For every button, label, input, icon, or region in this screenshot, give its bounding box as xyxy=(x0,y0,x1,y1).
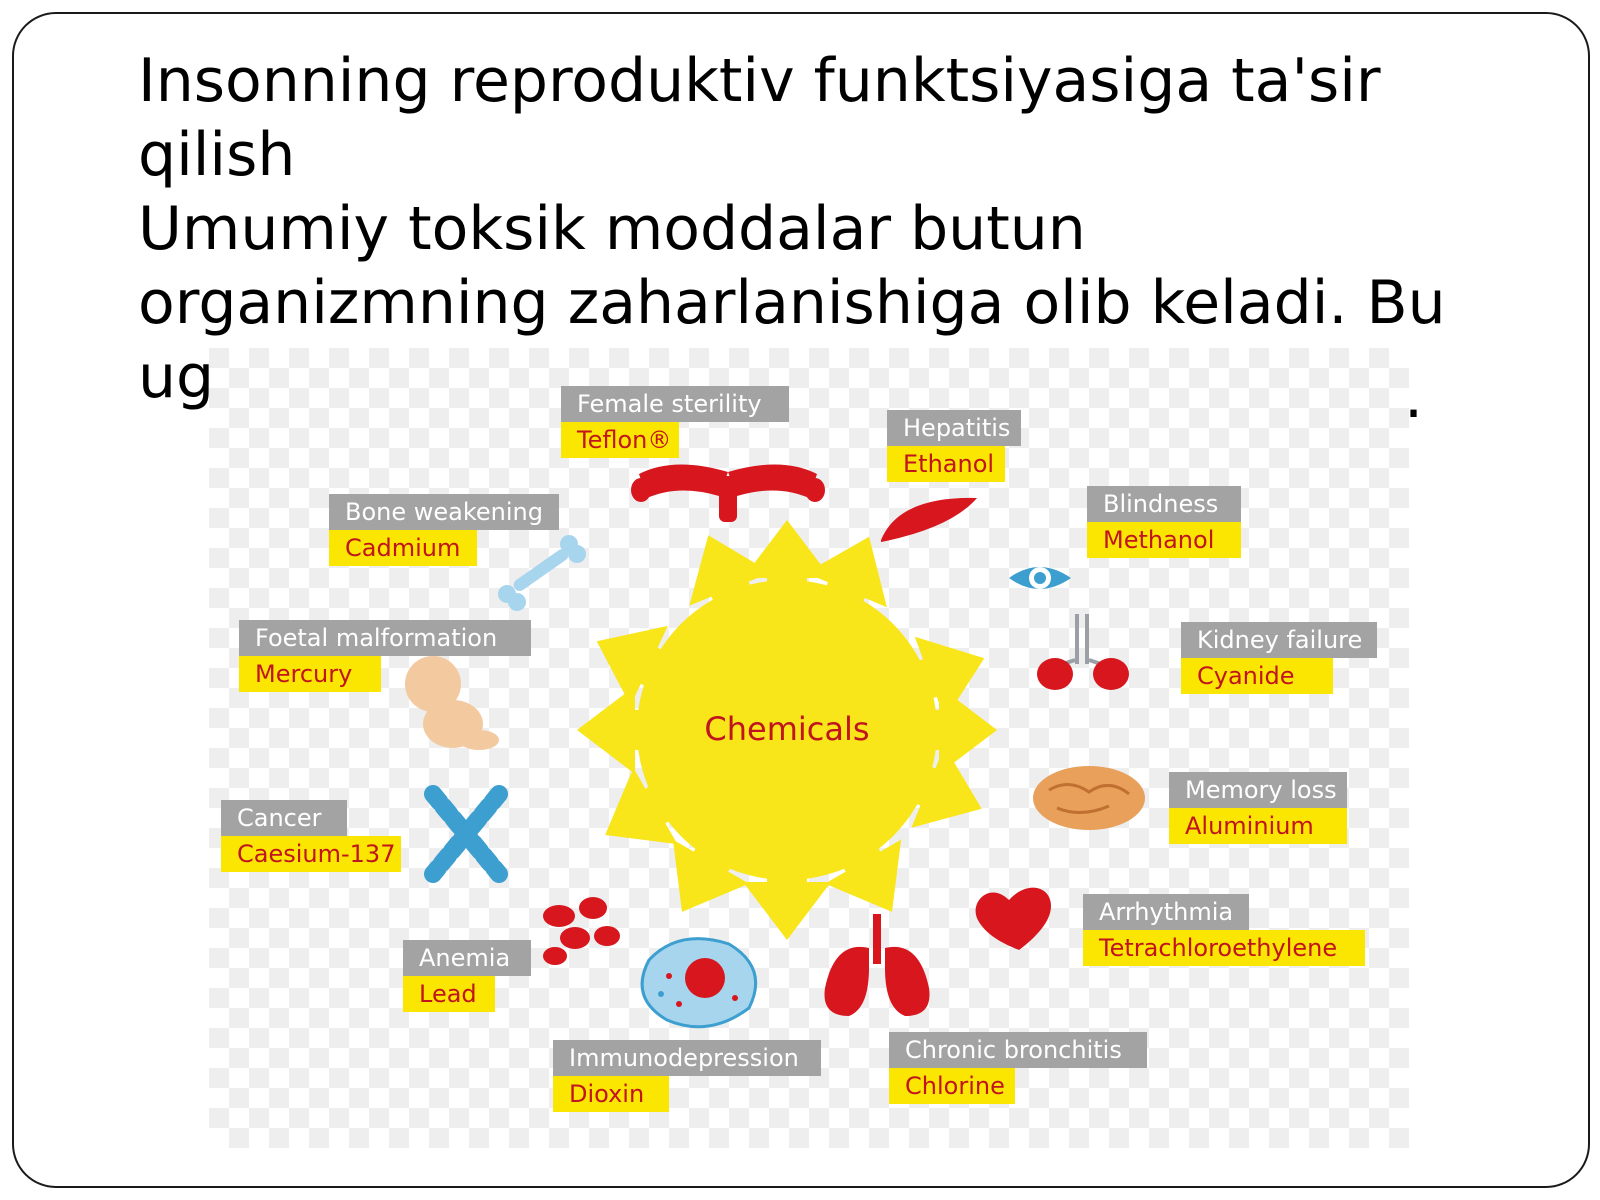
effect-label: Cancer xyxy=(237,804,322,832)
center-disc xyxy=(637,580,937,880)
chemical-label-bg xyxy=(553,1076,669,1112)
kidneys-icon xyxy=(1037,614,1129,690)
effect-label: Bone weakening xyxy=(345,498,543,526)
uterus-icon xyxy=(631,464,825,522)
chemical-label: Dioxin xyxy=(569,1080,644,1108)
chemical-label: Methanol xyxy=(1103,526,1214,554)
chemical-label-bg xyxy=(329,530,477,566)
chemical-label: Cadmium xyxy=(345,534,460,562)
lungs-icon xyxy=(824,914,930,1016)
chemical-label: Ethanol xyxy=(903,450,994,478)
effect-label-bg xyxy=(1083,894,1249,930)
effect-label-bg xyxy=(403,940,531,976)
heart-icon xyxy=(975,887,1051,950)
effect-label: Kidney failure xyxy=(1197,626,1362,654)
slide-body-text: Insonning reproduktiv funktsiyasiga ta's… xyxy=(138,44,1498,414)
effect-label: Blindness xyxy=(1103,490,1218,518)
center-label: Chemicals xyxy=(704,710,869,748)
chemical-label: Chlorine xyxy=(905,1072,1005,1100)
chemical-label-bg xyxy=(1083,930,1365,966)
effect-label-bg xyxy=(887,410,1021,446)
effect-label: Arrhythmia xyxy=(1099,898,1233,926)
text-line: Insonning reproduktiv funktsiyasiga ta's… xyxy=(138,46,1381,116)
text-line: ug xyxy=(138,342,215,412)
effect-label-bg xyxy=(329,494,559,530)
eye-icon xyxy=(1009,567,1071,589)
chemical-label-bg xyxy=(561,422,679,458)
text-line: organizmning zaharlanishiga olib keladi.… xyxy=(138,268,1446,338)
effect-label-bg xyxy=(889,1032,1147,1068)
chemical-label-bg xyxy=(239,656,381,692)
effect-label: Immunodepression xyxy=(569,1044,799,1072)
text-line: qilish xyxy=(138,120,296,190)
chemical-label: Tetrachloroethylene xyxy=(1098,934,1337,962)
chromosome-icon xyxy=(424,785,508,883)
brain-icon xyxy=(1033,766,1145,830)
chemical-label: Lead xyxy=(419,980,477,1008)
effect-label: Foetal malformation xyxy=(255,624,497,652)
chemical-label: Cyanide xyxy=(1197,662,1295,690)
red-blood-cells-icon xyxy=(543,897,620,965)
chemical-label: Aluminium xyxy=(1185,812,1314,840)
chemicals-diagram: Chemicals xyxy=(209,348,1409,1148)
effect-label: Anemia xyxy=(419,944,510,972)
chemical-label-bg xyxy=(1087,522,1241,558)
effect-label: Female sterility xyxy=(577,390,762,418)
effect-label: Hepatitis xyxy=(903,414,1010,442)
effect-label-bg xyxy=(1169,772,1347,808)
chemical-label: Caesium-137 xyxy=(237,840,395,868)
chemical-label-bg xyxy=(221,836,401,872)
immune-cell-icon xyxy=(640,937,758,1029)
chemical-label-bg xyxy=(1181,658,1333,694)
trailing-mark: . xyxy=(1404,362,1424,432)
effect-label-bg xyxy=(553,1040,821,1076)
foetus-icon xyxy=(405,656,499,750)
effect-label-bg xyxy=(1181,622,1377,658)
chemical-label-bg xyxy=(889,1068,1015,1104)
arrow-burst xyxy=(577,520,997,940)
effect-label-bg xyxy=(239,620,531,656)
effect-label-bg xyxy=(221,800,347,836)
bone-icon xyxy=(498,535,586,611)
text-line: Umumiy toksik moddalar butun xyxy=(138,194,1086,264)
chemical-label: Mercury xyxy=(255,660,352,688)
effect-label-bg xyxy=(561,386,789,422)
diagram-canvas: Chemicals xyxy=(209,348,1409,1148)
effect-label: Chronic bronchitis xyxy=(905,1036,1122,1064)
chemical-label: Teflon® xyxy=(576,426,671,454)
liver-icon xyxy=(881,497,977,542)
effect-label-bg xyxy=(1087,486,1241,522)
chemical-label-bg xyxy=(887,446,1005,482)
effect-label: Memory loss xyxy=(1185,776,1337,804)
slide: Insonning reproduktiv funktsiyasiga ta's… xyxy=(12,12,1590,1188)
chemical-label-bg xyxy=(403,976,495,1012)
chemical-label-bg xyxy=(1169,808,1347,844)
